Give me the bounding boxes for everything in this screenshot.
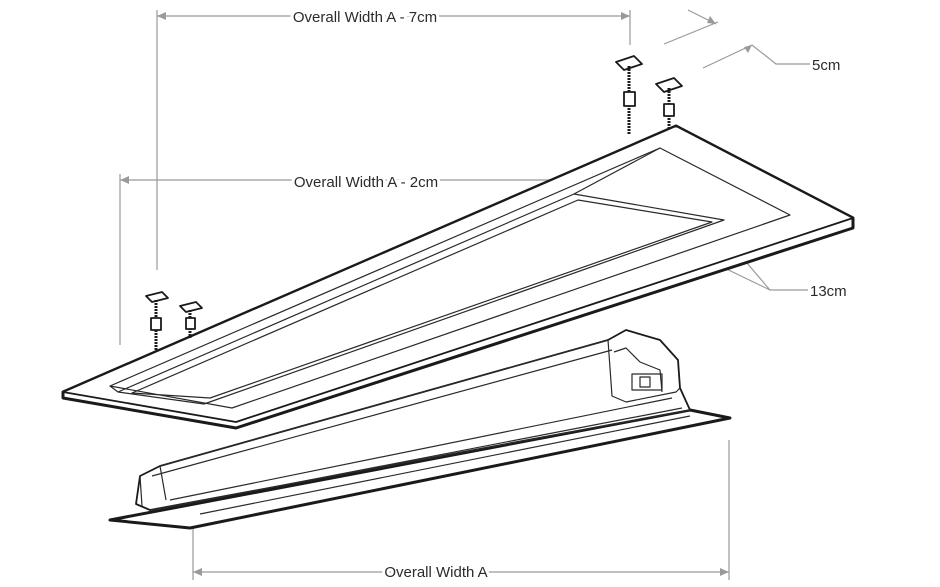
dimension-lines <box>119 9 810 580</box>
mounting-frame <box>61 124 855 430</box>
label-overall-width: Overall Width A <box>384 564 487 581</box>
label-overall-width-minus-7: Overall Width A - 7cm <box>293 9 437 26</box>
label-overall-width-minus-2: Overall Width A - 2cm <box>294 174 438 191</box>
label-13cm: 13cm <box>810 283 847 300</box>
label-5cm: 5cm <box>812 57 840 74</box>
suspension-rods <box>145 55 683 350</box>
heater-unit <box>108 329 732 530</box>
